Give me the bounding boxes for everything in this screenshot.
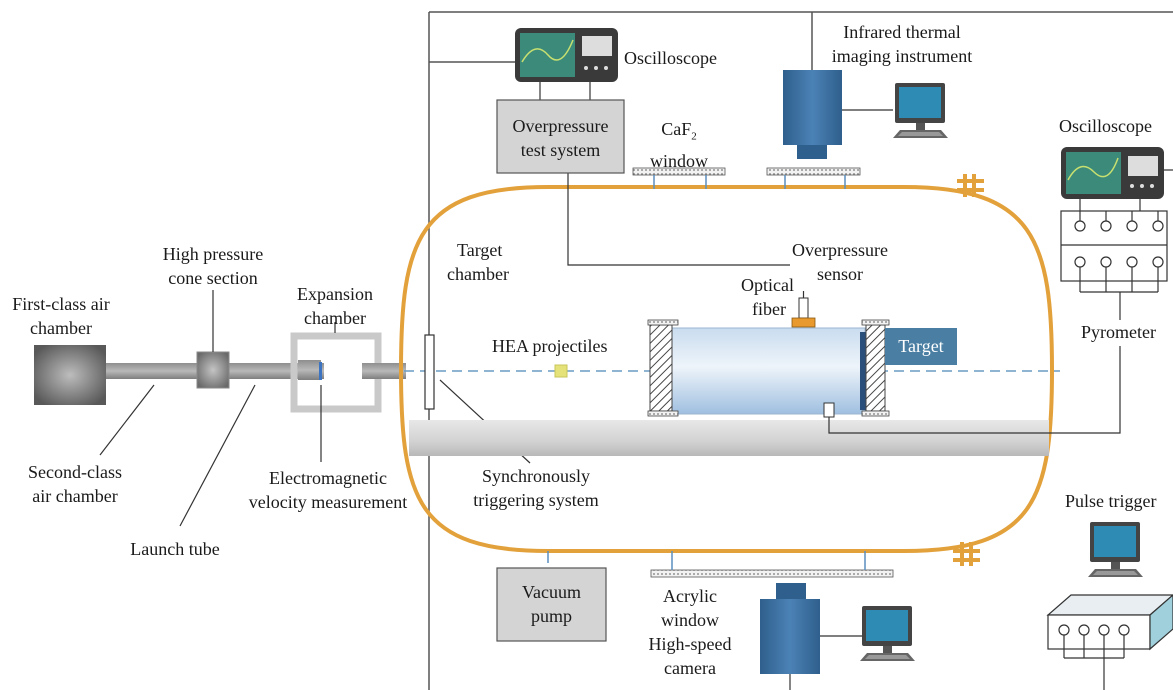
sync-trigger-label-line1: Synchronously (482, 466, 590, 486)
oscilloscope-top-label: Oscilloscope (624, 48, 717, 68)
pulse-trigger-label: Pulse trigger (1065, 491, 1157, 511)
caf2-label-line1: CaF2 (630, 117, 728, 149)
hea-projectile (554, 364, 568, 378)
overpressure-sensor-label: Overpressure sensor (770, 238, 910, 286)
infrared-label-line1: Infrared thermal (843, 22, 961, 42)
sync-trigger-label: Synchronously triggering system (456, 464, 616, 512)
overpressure-signal-line (567, 173, 790, 266)
optical-fiber-line2: fiber (752, 299, 786, 319)
target-chamber-label: Target chamber (447, 238, 509, 286)
second-class-label-line2: air chamber (32, 486, 118, 506)
velocity-probe (319, 362, 322, 380)
first-class-label-line2: chamber (30, 318, 92, 338)
caf2-label-line2: window (650, 150, 708, 171)
overpressure-test-system-box (496, 99, 625, 174)
oscilloscope-icon (1061, 147, 1164, 199)
overpressure-sensor-box (823, 402, 835, 418)
overpressure-test-label-line1: Overpressure (512, 116, 609, 136)
vacuum-pump-line2: pump (530, 606, 572, 626)
infrared-camera-icon (783, 70, 842, 159)
expansion-chamber-label: Expansion chamber (276, 282, 394, 330)
pyrometer-input-box (1060, 199, 1168, 320)
acrylic-window-label: Acrylic window (640, 584, 740, 632)
caf2-subscript: 2 (691, 130, 697, 143)
vacuum-pump-label: Vacuum pump (497, 580, 606, 628)
high-speed-camera-label: High-speed camera (634, 632, 746, 680)
pyrometer-label: Pyrometer (1081, 322, 1156, 342)
overpressure-sensor-line1: Overpressure (792, 240, 888, 260)
optical-fiber-probe (791, 291, 816, 328)
launch-tube-label: Launch tube (130, 539, 220, 559)
optical-fiber-label: Optical fiber (718, 273, 794, 321)
oscilloscope-icon (515, 28, 618, 82)
overpressure-test-system-label: Overpressure test system (497, 114, 624, 162)
overpressure-test-label-line2: test system (520, 140, 601, 160)
high-pressure-label-line2: cone section (168, 268, 258, 288)
high-pressure-label-line1: High pressure (162, 244, 264, 264)
computer-icon (1088, 522, 1143, 577)
first-class-air-chamber (34, 345, 106, 405)
expansion-label-line2: chamber (304, 308, 366, 328)
first-class-air-chamber-label: First-class air chamber (6, 292, 116, 340)
second-class-air-chamber-label: Second-class air chamber (10, 460, 140, 508)
vacuum-pump-line1: Vacuum (522, 582, 581, 602)
computer-icon (860, 606, 915, 661)
optical-fiber-line1: Optical (741, 275, 794, 295)
pyrometer-signal-line (828, 346, 1121, 434)
high-speed-camera-line2: camera (664, 658, 716, 678)
electromagnetic-velocity-label: Electromagnetic velocity measurement (238, 466, 418, 514)
flange-mark-top (957, 174, 984, 197)
caf2-formula: CaF (661, 119, 692, 139)
target-box (885, 328, 957, 365)
caf2-window-label: CaF2 window (630, 117, 728, 173)
second-class-label-line1: Second-class (28, 462, 122, 482)
first-class-label-line1: First-class air (12, 294, 110, 314)
expansion-label-line1: Expansion (297, 284, 373, 304)
target-chamber-label-line1: Target (457, 240, 503, 260)
infrared-window-plate (766, 167, 861, 176)
chamber-rail (409, 420, 1049, 456)
hea-projectiles-label: HEA projectiles (492, 336, 608, 356)
target-chamber-vessel (398, 185, 1055, 553)
pulse-trigger-box-icon (1046, 594, 1173, 690)
computer-icon (893, 83, 948, 138)
flange-mark-bottom (953, 542, 980, 566)
overpressure-sensor-line2: sensor (817, 264, 863, 284)
electromagnetic-label-line1: Electromagnetic (269, 468, 387, 488)
target-assembly (647, 319, 890, 417)
infrared-label-line2: imaging instrument (831, 46, 973, 66)
sync-trigger-label-line2: triggering system (473, 490, 599, 510)
high-speed-camera-icon (760, 583, 820, 674)
acrylic-window-line1: Acrylic (663, 586, 717, 606)
caf2-window-plate (632, 167, 726, 176)
synchronous-trigger-plate (424, 334, 435, 410)
electromagnetic-label-line2: velocity measurement (248, 492, 408, 512)
high-pressure-cone-section (196, 351, 230, 389)
high-speed-camera-line1: High-speed (648, 634, 732, 654)
oscilloscope-right-label: Oscilloscope (1059, 116, 1152, 136)
target-label: Target (898, 336, 944, 356)
acrylic-window-line2: window (661, 610, 719, 630)
high-pressure-cone-label: High pressure cone section (140, 242, 286, 290)
vacuum-pump-box (496, 567, 607, 642)
infrared-thermal-label: Infrared thermal imaging instrument (806, 20, 998, 68)
target-chamber-label-line2: chamber (447, 264, 509, 284)
acrylic-window-plate (650, 569, 894, 578)
